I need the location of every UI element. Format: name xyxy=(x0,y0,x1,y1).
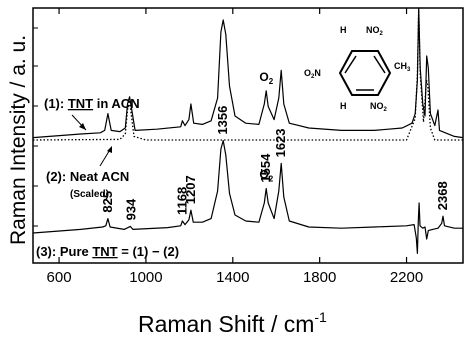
ring-double-bond-2 xyxy=(373,55,386,74)
x-ticks: 600 1000 1400 1800 2200 xyxy=(33,8,423,286)
o2-label-sub: 2 xyxy=(269,77,274,86)
x-tick-label: 1000 xyxy=(129,269,162,286)
series1-label-emph: TNT xyxy=(68,96,93,111)
series-line-2 xyxy=(32,7,463,141)
series2-arrowhead xyxy=(107,146,112,153)
atom-no2-top: NO2 xyxy=(366,25,384,37)
y-axis-label: Raman Intensity / a. u. xyxy=(7,35,30,245)
x-tick-label: 2200 xyxy=(390,269,423,286)
peak-label: 1356 xyxy=(215,106,230,135)
peak-label: 934 xyxy=(124,198,139,220)
atom-o2n-left: O2N xyxy=(304,68,321,80)
series-layer xyxy=(32,7,464,254)
peak-label: 1168 xyxy=(174,187,189,215)
series1-arrowhead xyxy=(79,123,86,130)
x-tick-label: 1400 xyxy=(216,269,249,286)
tnt-structure: H NO2 O2N CH3 H NO2 xyxy=(304,25,411,113)
peak-label: 2368 xyxy=(435,181,450,210)
series3-label-suffix: = (1) − (2) xyxy=(118,244,179,259)
o2-label: O2 xyxy=(259,70,273,86)
atom-h-top: H xyxy=(340,25,347,35)
o2-label-sub: 2 xyxy=(269,175,274,184)
peak-label: 1623 xyxy=(273,128,288,157)
series3-label: (3): Pure TNT = (1) − (2) xyxy=(36,244,179,259)
x-axis-label-text: Raman Shift / cm xyxy=(138,311,314,337)
atom-h-bottom: H xyxy=(340,101,347,111)
o2-label-main: O xyxy=(259,168,268,182)
series1-label: (1): TNT in ACN xyxy=(44,96,140,111)
series2-label: (2): Neat ACN xyxy=(46,169,129,184)
series-line-1 xyxy=(32,7,464,139)
series1-label-suffix: in ACN xyxy=(93,96,139,111)
o2-label-main: O xyxy=(259,70,268,84)
peak-label: 1554 xyxy=(258,153,273,183)
series3-label-emph: TNT xyxy=(92,244,117,259)
peak-label: 825 xyxy=(100,191,115,213)
o2-label: O2 xyxy=(259,168,273,184)
benzene-ring xyxy=(338,50,392,96)
plot-frame xyxy=(32,7,464,264)
atom-ch3-right: CH3 xyxy=(394,61,411,73)
peak-label: 1207 xyxy=(183,175,198,204)
x-tick-label: 1800 xyxy=(303,269,336,286)
ring-double-bond-1 xyxy=(344,55,357,74)
series2-sublabel: (Scaled) xyxy=(70,189,109,200)
x-axis-label: Raman Shift / cm-1 xyxy=(138,309,327,337)
series-line-3 xyxy=(32,140,463,254)
x-tick-label: 600 xyxy=(47,269,72,286)
series1-label-prefix: (1): xyxy=(44,96,68,111)
x-axis-label-sup: -1 xyxy=(314,309,327,325)
atom-no2-bottom: NO2 xyxy=(370,101,388,113)
series3-label-prefix: (3): Pure xyxy=(36,244,92,259)
